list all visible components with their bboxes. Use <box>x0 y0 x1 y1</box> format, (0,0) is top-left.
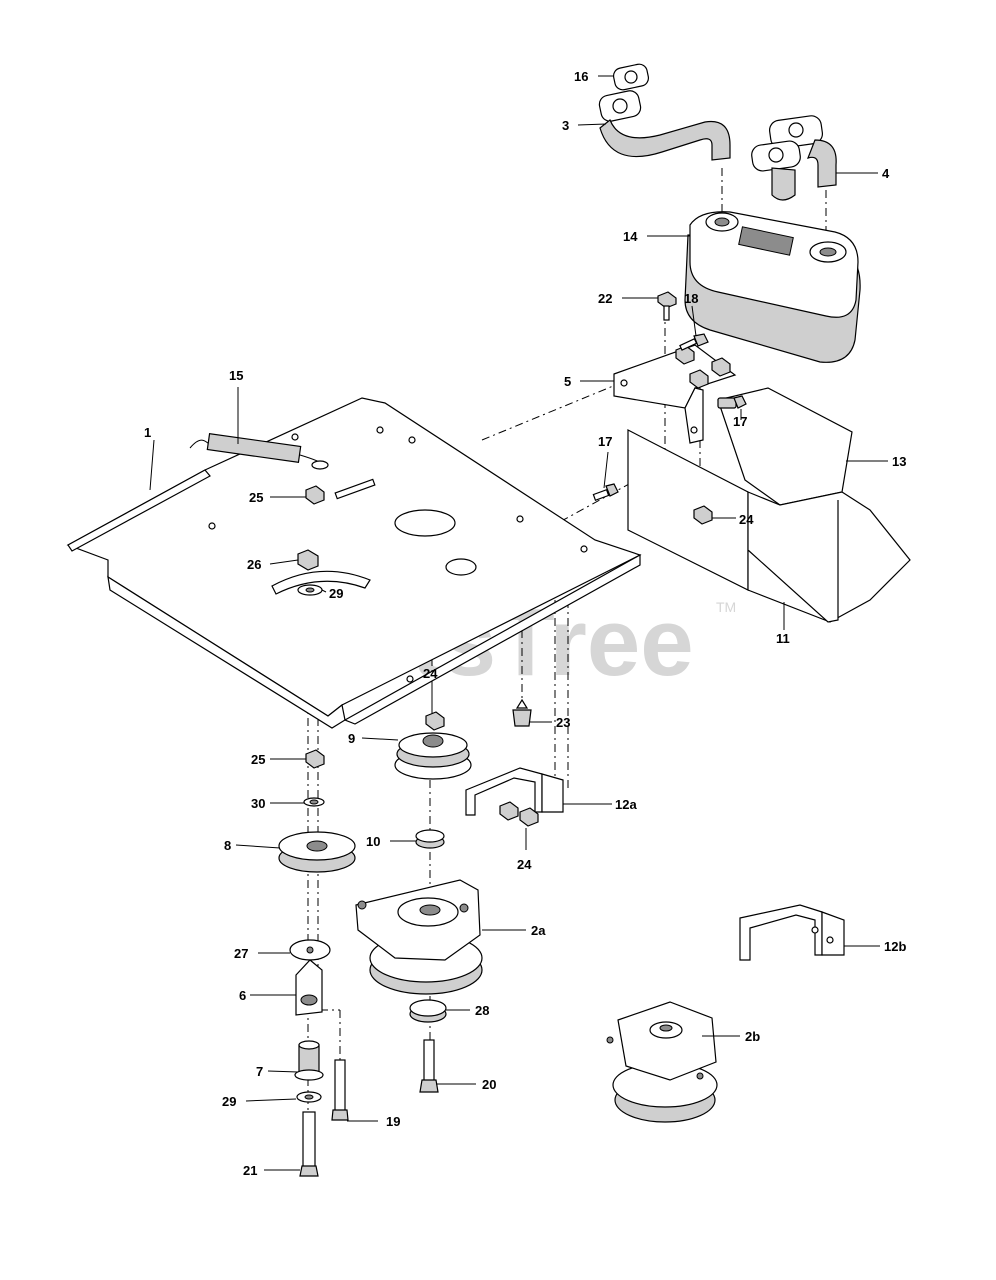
bolt-21 <box>299 1111 319 1177</box>
label-24-bracket: 24 <box>517 857 532 872</box>
label-4: 4 <box>882 166 890 181</box>
watermark-trademark: TM <box>716 599 736 615</box>
label-25-top: 25 <box>249 490 263 505</box>
label-2b: 2b <box>745 1029 760 1044</box>
bolt-17-left <box>592 483 619 501</box>
pulley-9 <box>394 732 472 780</box>
washer-10 <box>415 829 445 849</box>
label-29-top: 29 <box>329 586 343 601</box>
label-11: 11 <box>776 631 790 646</box>
label-9: 9 <box>348 731 355 746</box>
electric-clutch-2b <box>606 1001 718 1123</box>
spring <box>189 432 329 470</box>
label-30: 30 <box>251 796 265 811</box>
washer-29-top <box>297 584 323 596</box>
bolt-23 <box>512 698 532 727</box>
label-3: 3 <box>562 118 569 133</box>
nut-25-bottom <box>305 749 325 769</box>
muffler <box>684 211 861 363</box>
label-26: 26 <box>247 557 261 572</box>
bolt-22 <box>657 291 677 321</box>
bolt-19 <box>331 1059 349 1121</box>
label-18: 18 <box>684 291 698 306</box>
label-27: 27 <box>234 946 248 961</box>
bolt-18 <box>679 333 709 351</box>
label-17-right: 17 <box>733 414 747 429</box>
idler-pulley-8 <box>278 831 356 873</box>
label-12a: 12a <box>615 797 637 812</box>
bushing-7 <box>294 1040 324 1081</box>
idler-arm-27 <box>289 939 331 961</box>
label-13: 13 <box>892 454 906 469</box>
nut-25-top <box>305 485 325 505</box>
nut-26 <box>297 549 319 571</box>
clutch-bracket-12a <box>465 767 564 827</box>
label-21: 21 <box>243 1163 257 1178</box>
base-plate <box>66 397 642 729</box>
exhaust-pipe-left <box>598 63 731 161</box>
label-25-bottom: 25 <box>251 752 265 767</box>
washer-29-bottom <box>296 1091 322 1103</box>
label-8: 8 <box>224 838 231 853</box>
label-12b: 12b <box>884 939 906 954</box>
electric-clutch-2a <box>355 879 483 995</box>
muffler-bracket <box>613 344 737 444</box>
label-17-left: 17 <box>598 434 612 449</box>
label-5: 5 <box>564 374 571 389</box>
label-19: 19 <box>386 1114 400 1129</box>
idler-arm-6 <box>295 959 323 1016</box>
part-labels: 16 3 4 14 22 18 5 17 17 13 24 11 1 15 25… <box>144 69 906 1178</box>
label-2a: 2a <box>531 923 546 938</box>
bolt-20 <box>419 1039 439 1093</box>
label-24-shield: 24 <box>739 512 754 527</box>
washer-30 <box>303 797 325 807</box>
label-16: 16 <box>574 69 588 84</box>
nut-24-shield <box>693 505 713 525</box>
label-7: 7 <box>256 1064 263 1079</box>
nut-24-plate <box>425 711 445 731</box>
exhaust-pipe-right <box>751 115 837 201</box>
label-15: 15 <box>229 368 243 383</box>
bolt-17-right <box>717 395 747 409</box>
label-14: 14 <box>623 229 638 244</box>
label-24-plate: 24 <box>423 666 438 681</box>
leader-lines <box>149 75 888 1171</box>
washer-28 <box>409 999 447 1023</box>
label-22: 22 <box>598 291 612 306</box>
label-28: 28 <box>475 1003 489 1018</box>
clutch-bracket-12b <box>739 904 845 961</box>
label-10: 10 <box>366 834 380 849</box>
label-29-bottom: 29 <box>222 1094 236 1109</box>
label-20: 20 <box>482 1077 496 1092</box>
label-23: 23 <box>556 715 570 730</box>
heat-shield <box>627 387 911 623</box>
label-6: 6 <box>239 988 246 1003</box>
label-1: 1 <box>144 425 151 440</box>
